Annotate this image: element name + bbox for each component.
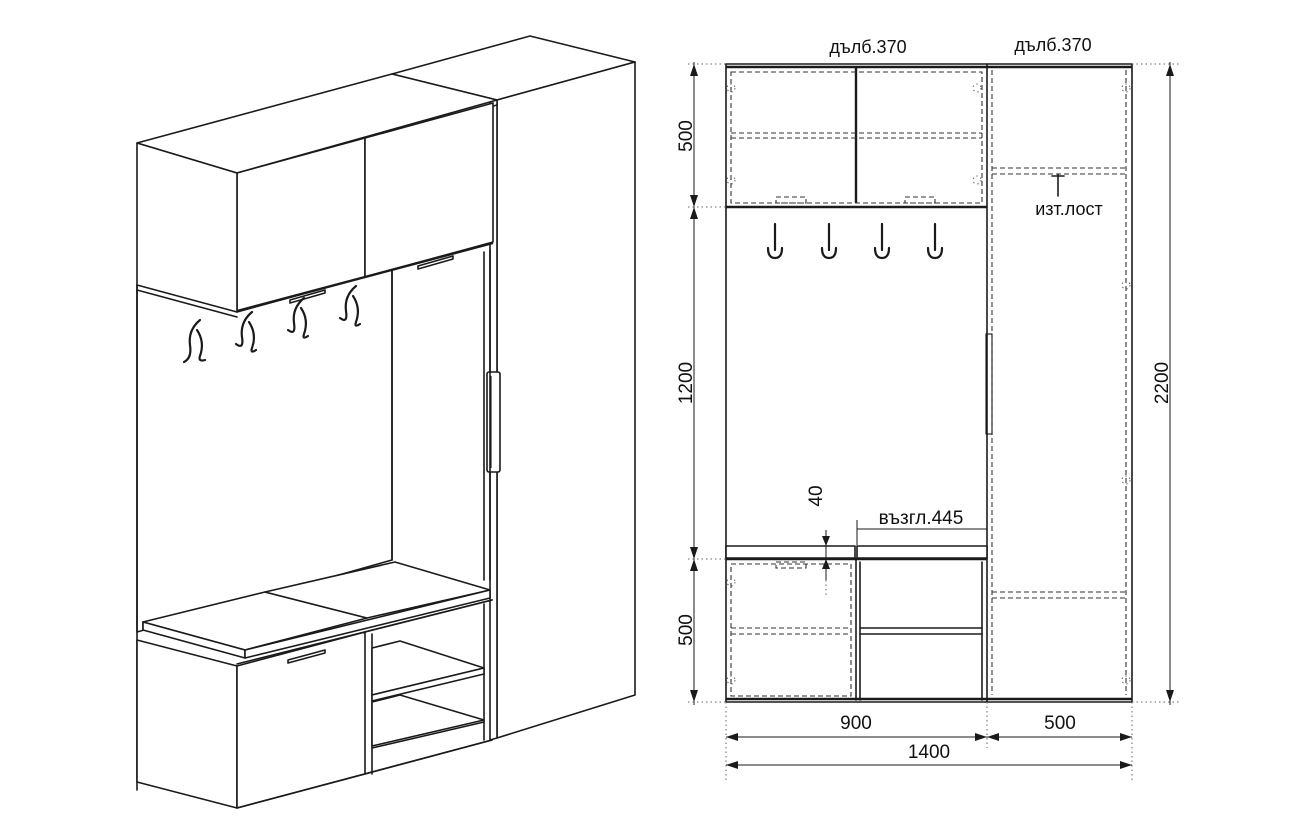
bottom-cabinet — [136, 599, 493, 809]
depth-right-label: дълб.370 — [1014, 35, 1091, 55]
rod-label: изт.лост — [1035, 199, 1103, 219]
coat-hooks-iso — [182, 284, 362, 364]
width-right-label: 500 — [1044, 713, 1076, 734]
coat-hooks-front — [766, 222, 944, 260]
height-top-label: 500 — [676, 120, 697, 152]
seat-height-label: възгл.445 — [879, 508, 964, 529]
isometric-view — [136, 35, 636, 809]
bench-seat — [142, 561, 491, 659]
depth-left-label: дълб.370 — [829, 37, 906, 57]
height-bottom-label: 500 — [676, 614, 697, 646]
seat-thickness-label: 40 — [806, 485, 827, 506]
height-total-label: 2200 — [1152, 362, 1173, 404]
width-left-label: 900 — [840, 713, 872, 734]
height-mid-label: 1200 — [676, 362, 697, 404]
wardrobe-column — [391, 35, 636, 741]
dimensions — [688, 62, 1180, 780]
outer-frame — [725, 63, 1133, 703]
width-total-label: 1400 — [908, 742, 950, 763]
front-view: дълб.370 дълб.370 изт.лост 500 1200 500 … — [676, 35, 1180, 780]
upper-cabinet — [136, 73, 498, 318]
